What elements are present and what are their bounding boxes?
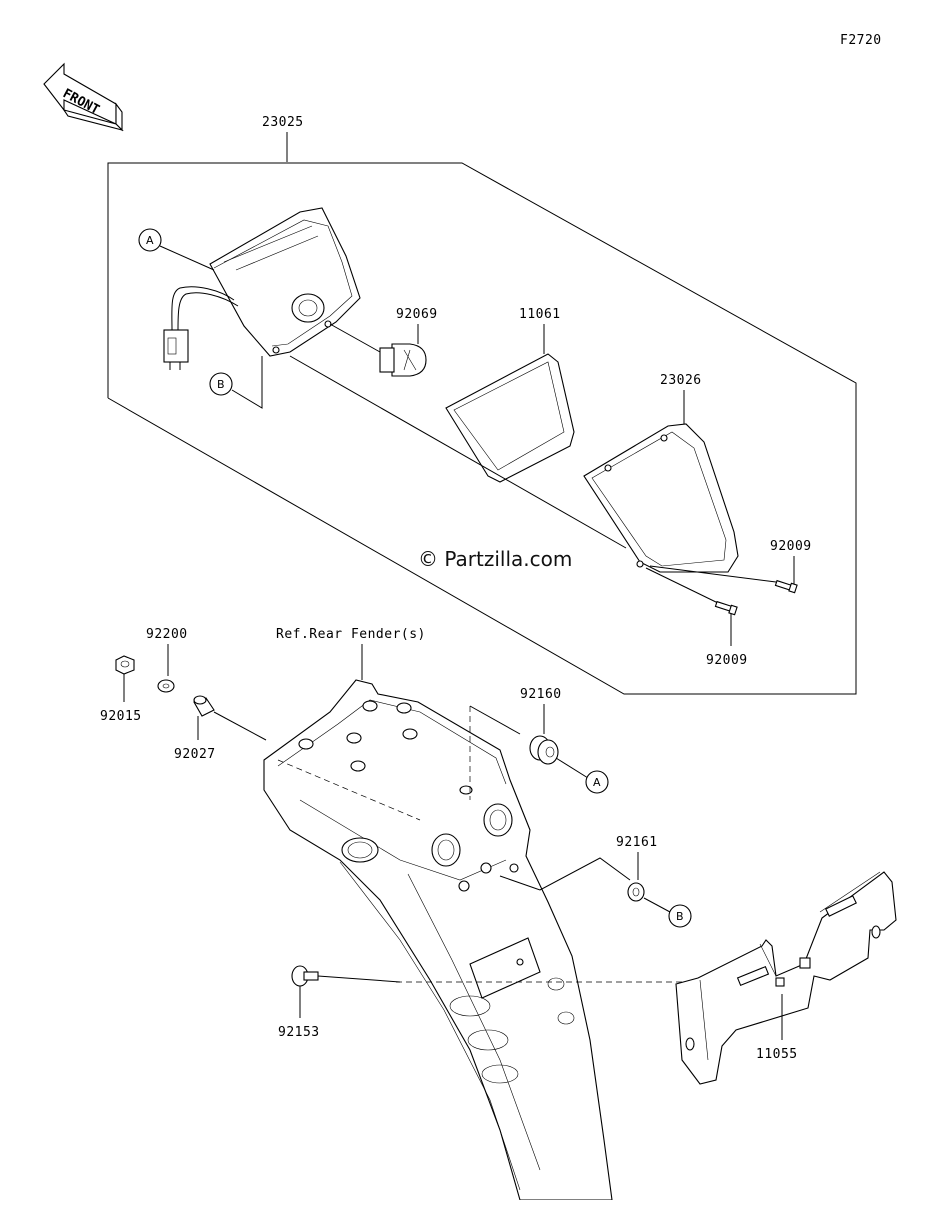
svg-text:B: B: [676, 910, 684, 923]
label-23025: 23025: [262, 115, 304, 130]
gasket-11061: [445, 353, 575, 483]
marker-b-top: B: [209, 356, 263, 409]
leader-housing-lens: [289, 355, 627, 549]
leader-92161-fender: [499, 857, 631, 891]
label-92027: 92027: [174, 747, 216, 762]
marker-a-bottom: A: [585, 770, 609, 794]
screw-92009-left: [714, 600, 738, 616]
kit-box-outline: [107, 162, 857, 695]
label-92200: 92200: [146, 627, 188, 642]
marker-a-top: A: [138, 228, 215, 271]
marker-b-bottom: B: [668, 904, 692, 928]
ref-rear-fender-label: Ref.Rear Fender(s): [276, 627, 426, 642]
watermark: © Partzilla.com: [418, 547, 572, 571]
leader-lens-screw-right: [649, 565, 777, 583]
grommet-92160: [529, 735, 559, 765]
dash-line-2: [277, 759, 421, 821]
bolt-92153: [291, 965, 319, 987]
leader-bolt-line: [317, 975, 401, 983]
front-arrow-icon: FRONT: [43, 62, 124, 132]
label-92161: 92161: [616, 835, 658, 850]
leader-grommet-a: [555, 757, 589, 779]
label-92015: 92015: [100, 709, 142, 724]
label-92153: 92153: [278, 1025, 320, 1040]
leader-collar-fender: [213, 711, 267, 741]
label-23026: 23026: [660, 373, 702, 388]
tail-lamp-housing: [163, 207, 361, 370]
svg-text:A: A: [593, 776, 601, 789]
label-92009-left: 92009: [706, 653, 748, 668]
washer-92200: [157, 679, 175, 693]
lens-23026: [583, 423, 739, 573]
leader-grommet-fender: [469, 705, 521, 735]
bulb-92069: [379, 343, 427, 377]
svg-text:A: A: [146, 234, 154, 247]
label-92009-right: 92009: [770, 539, 812, 554]
screw-92009-right: [774, 579, 798, 594]
leader-lens-screw-left: [645, 567, 721, 605]
label-11055: 11055: [756, 1047, 798, 1062]
leader-bulb-housing: [329, 323, 381, 353]
svg-text:B: B: [217, 378, 225, 391]
label-92160: 92160: [520, 687, 562, 702]
leader-92161-b: [643, 897, 671, 913]
diagram-code: F2720: [840, 33, 882, 48]
rear-fender: [263, 679, 613, 1201]
bracket-11055: [675, 871, 897, 1085]
collar-92027: [193, 695, 215, 717]
nut-92015: [115, 655, 135, 675]
label-92069: 92069: [396, 307, 438, 322]
grommet-92161: [627, 882, 645, 902]
label-11061: 11061: [519, 307, 561, 322]
